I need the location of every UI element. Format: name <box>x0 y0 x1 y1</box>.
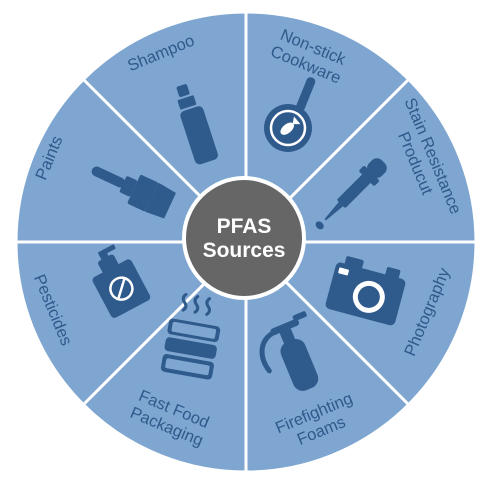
sector-non-stick-cookware <box>246 12 409 242</box>
pesticide-spray-can-icon <box>92 244 151 318</box>
sector-shampoo <box>83 12 247 242</box>
dropper-icon <box>315 158 387 230</box>
sector-paints <box>16 79 246 243</box>
center-circle <box>182 176 306 300</box>
sector-stain-resistance <box>246 79 476 243</box>
sector-pesticides <box>16 242 246 405</box>
shampoo-bottle-icon <box>176 84 218 165</box>
fire-extinguisher-icon <box>259 311 319 391</box>
center-title-line1: PFAS <box>217 215 272 238</box>
outer-ring <box>14 10 478 474</box>
sector-firefighting-foams <box>246 242 409 472</box>
sector-photography <box>246 242 476 405</box>
camera-icon <box>325 256 406 326</box>
center-title-line2: Sources <box>203 239 286 262</box>
paintbrush-icon <box>91 166 176 219</box>
food-container-icon <box>160 292 221 380</box>
wheel-sectors <box>16 12 476 472</box>
frying-pan-icon <box>264 77 316 152</box>
center-hub: PFAS Sources <box>182 176 306 300</box>
